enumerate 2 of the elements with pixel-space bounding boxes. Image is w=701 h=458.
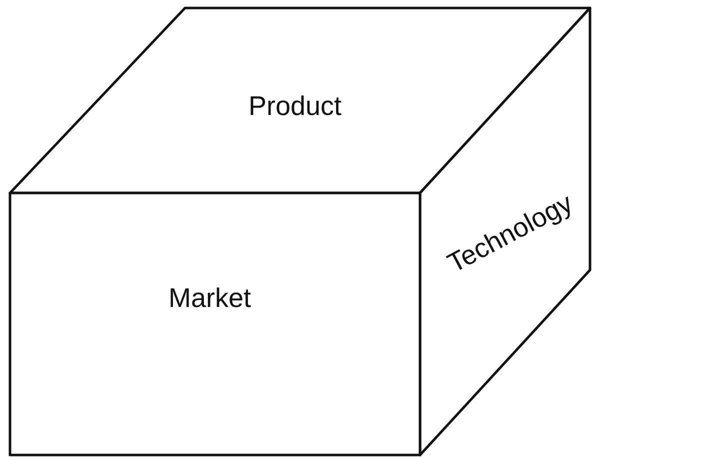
face-label: Product [248,90,342,122]
face-label: Market [168,282,252,314]
